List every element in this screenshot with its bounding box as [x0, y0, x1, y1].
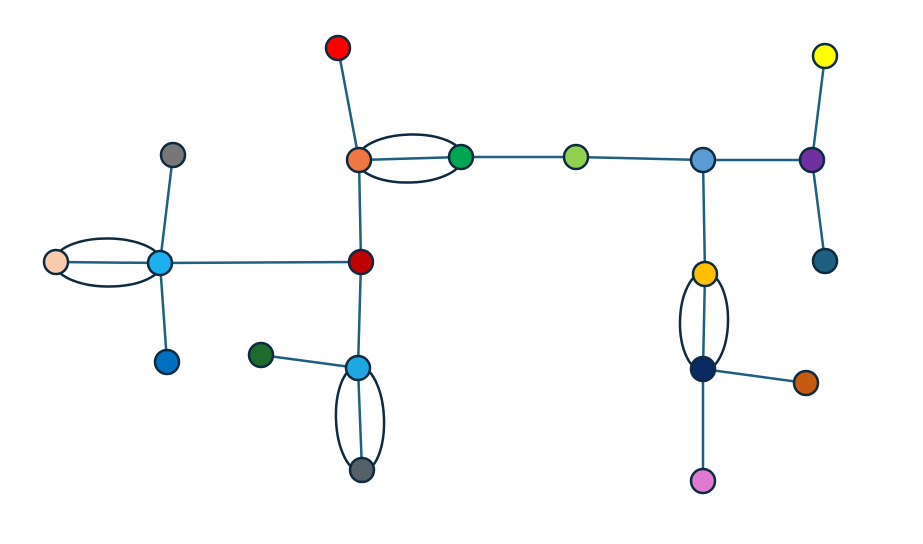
node-n11[interactable] — [146, 249, 174, 277]
edge-n14-n15 — [260, 353, 359, 370]
edge-n17-n18 — [701, 273, 707, 370]
node-n5[interactable] — [689, 146, 717, 174]
edge-n11-n10 — [55, 260, 161, 265]
node-n1[interactable] — [324, 34, 352, 62]
edge-n2-n13 — [357, 159, 363, 263]
edge-n13-n15 — [356, 261, 363, 369]
node-n20[interactable] — [689, 467, 717, 495]
node-n3[interactable] — [447, 143, 475, 171]
edge-n18-n19 — [702, 367, 807, 385]
edge-n6-n7 — [810, 55, 827, 161]
node-n10[interactable] — [42, 248, 70, 276]
node-n2[interactable] — [345, 146, 373, 174]
node-n15[interactable] — [344, 354, 372, 382]
node-n12[interactable] — [153, 348, 181, 376]
node-n13[interactable] — [347, 248, 375, 276]
node-n19[interactable] — [792, 369, 820, 397]
edge-n11-n9 — [158, 154, 175, 264]
node-n9[interactable] — [159, 141, 187, 169]
edge-n2-n3 — [358, 155, 462, 162]
edges-layer — [55, 47, 827, 481]
node-n8[interactable] — [811, 247, 839, 275]
node-n17[interactable] — [691, 260, 719, 288]
edge-n6-n8 — [810, 159, 827, 262]
loops-layer — [52, 133, 730, 474]
node-n4[interactable] — [562, 143, 590, 171]
edge-n5-n17 — [701, 159, 707, 275]
node-n18[interactable] — [689, 355, 717, 383]
node-n7[interactable] — [811, 42, 839, 70]
edge-n11-n12 — [158, 262, 169, 363]
edge-n15-n16 — [356, 367, 364, 471]
edge-n1-n2 — [336, 47, 361, 161]
node-n6[interactable] — [798, 146, 826, 174]
edge-n4-n5 — [575, 155, 704, 162]
nodes-layer — [42, 34, 839, 495]
node-n14[interactable] — [247, 341, 275, 369]
node-n16[interactable] — [348, 456, 376, 484]
edge-n13-n11 — [159, 260, 362, 265]
